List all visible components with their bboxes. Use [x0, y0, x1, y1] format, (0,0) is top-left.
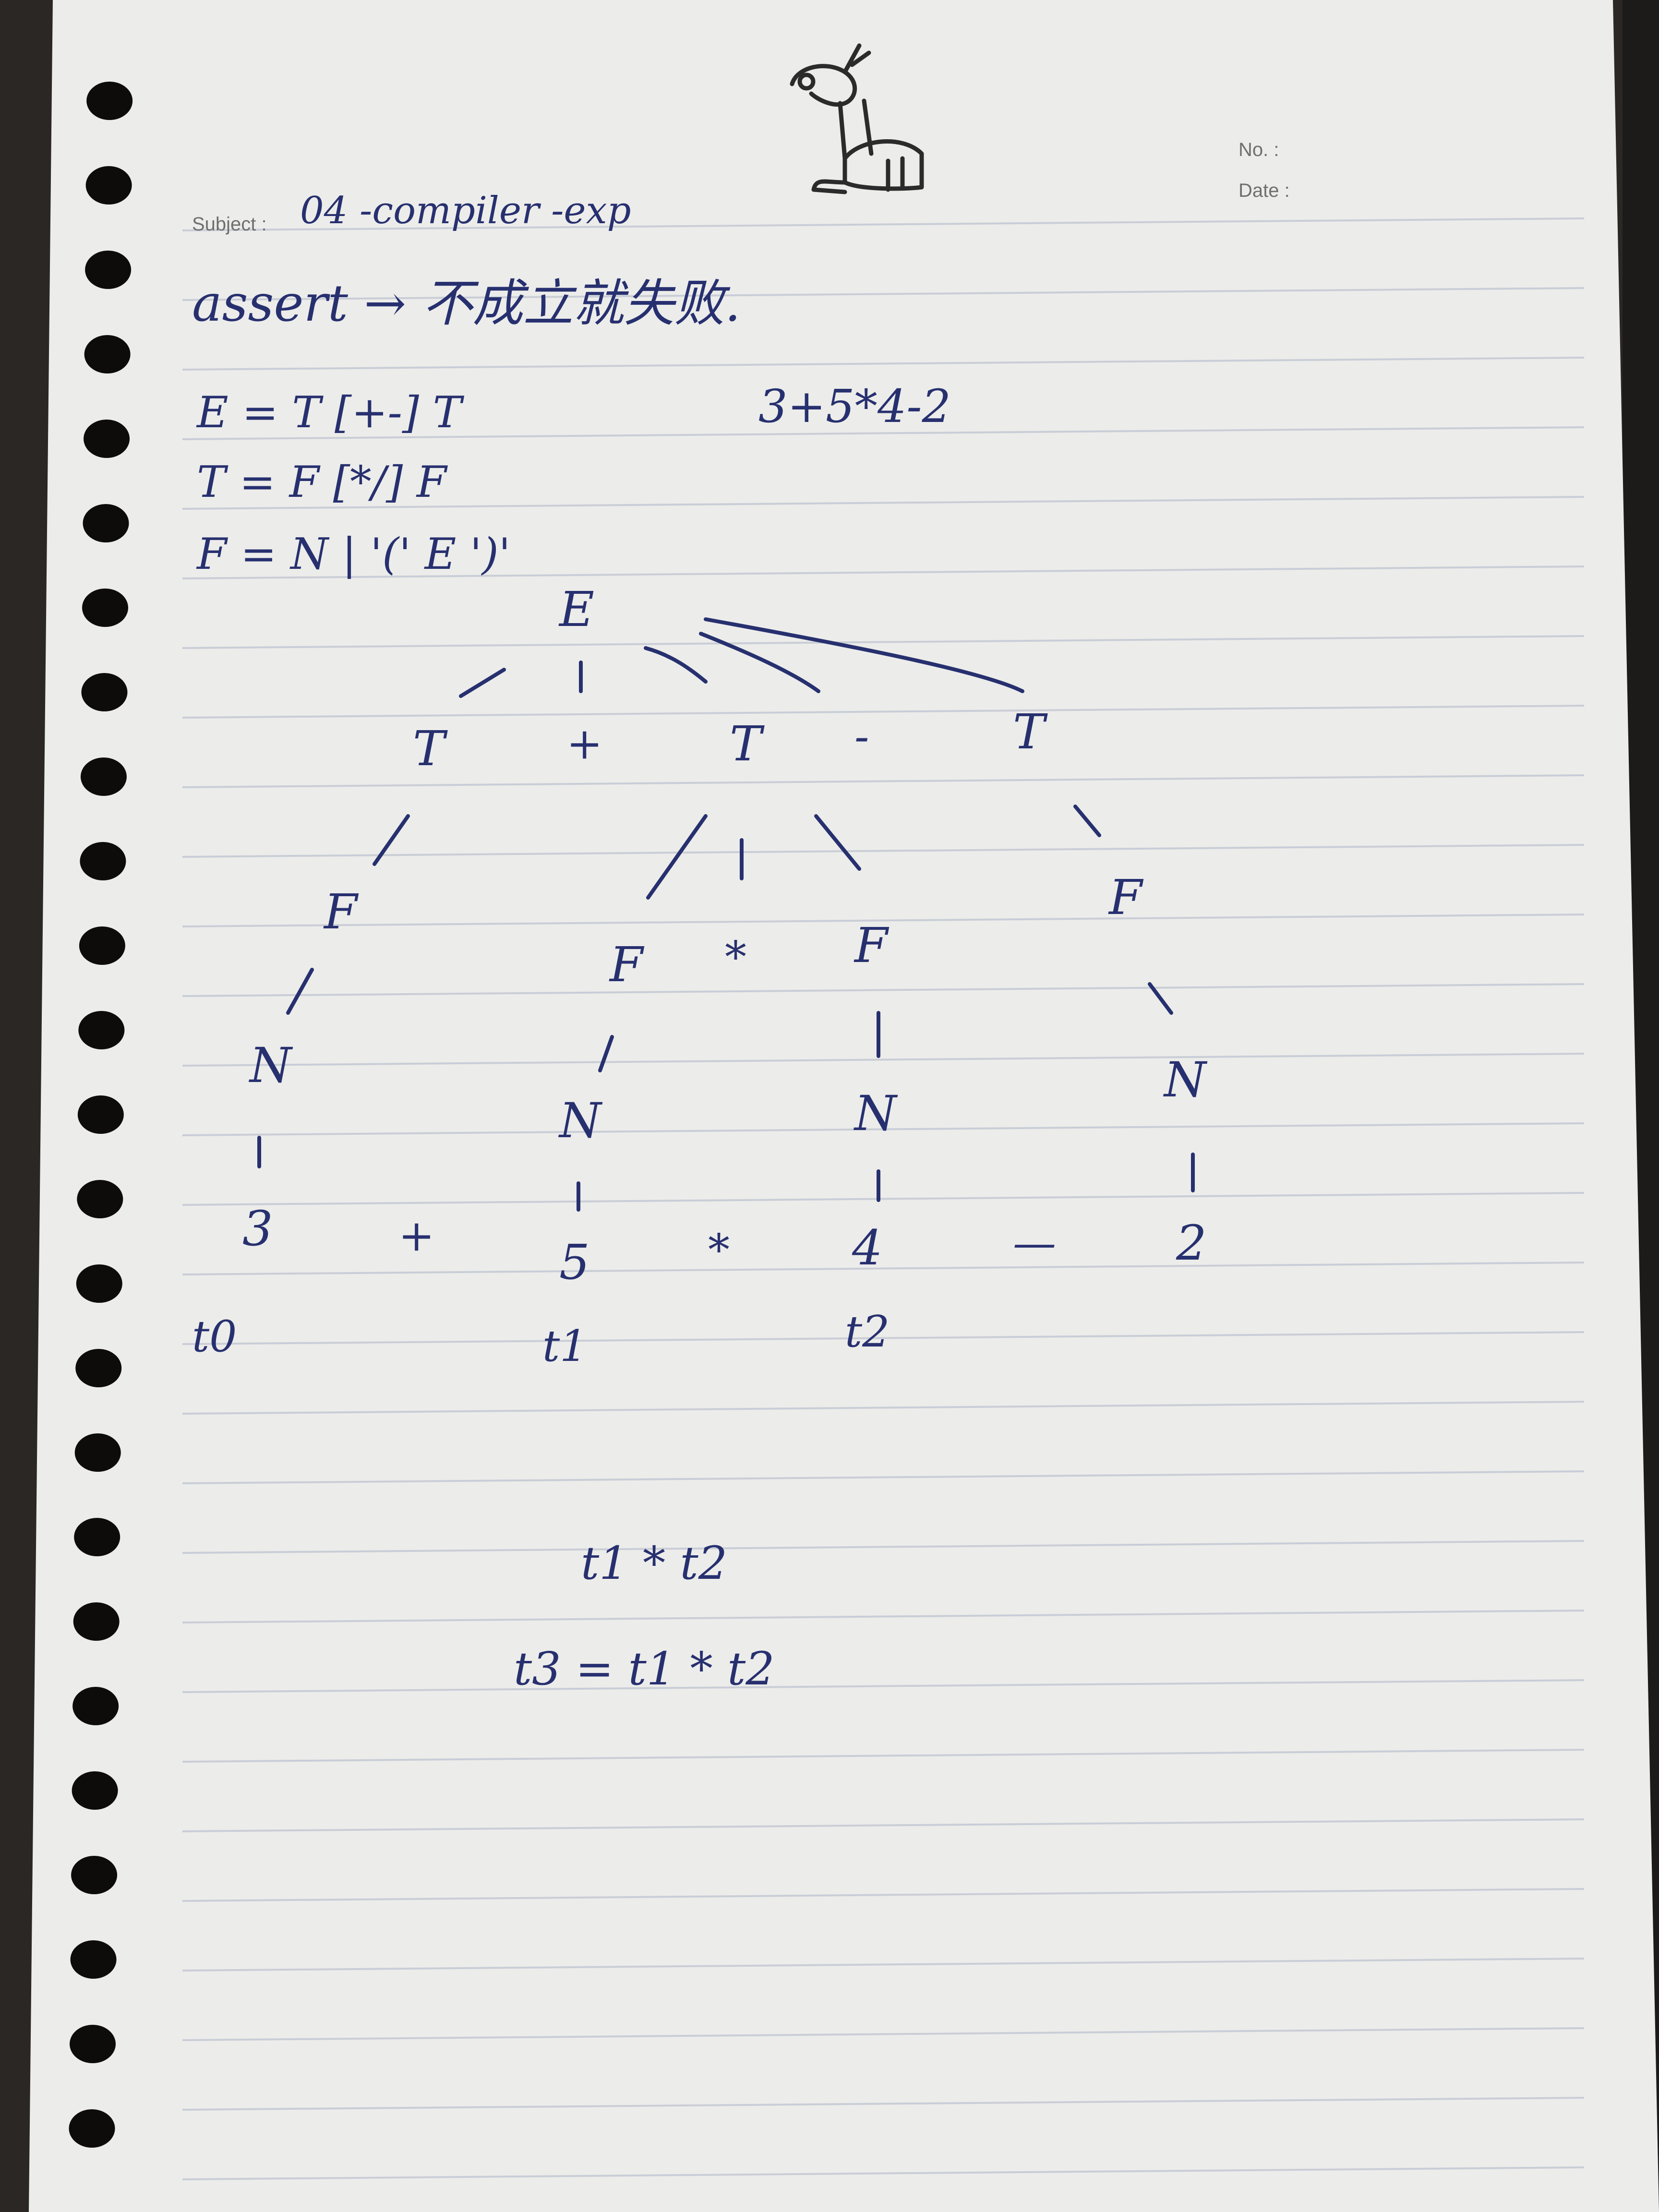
binder-hole-icon: [72, 1771, 118, 1810]
assignment-note: t3 = t1 * t2: [514, 1643, 775, 1695]
leaf-5: 5: [559, 1234, 590, 1290]
tree-node-minus: -: [854, 711, 869, 762]
temp-t0: t0: [192, 1311, 237, 1362]
binder-hole-icon: [71, 1856, 118, 1894]
tree-node-n1: N: [250, 1037, 292, 1094]
rule-line: [182, 287, 1585, 301]
no-label: No. :: [1238, 139, 1279, 160]
rule-line: [182, 1470, 1585, 1484]
binder-hole-icon: [69, 2109, 115, 2148]
binder-hole-icon: [77, 1095, 124, 1134]
binder-hole-icon: [79, 926, 125, 965]
rule-line: [182, 705, 1585, 719]
tree-node-t1: T: [413, 721, 445, 777]
leaf-4: 4: [852, 1220, 883, 1276]
tree-node-t2: T: [730, 716, 762, 772]
product-note: t1 * t2: [581, 1537, 728, 1590]
grammar-rule-e: E = T [+-] T: [197, 387, 462, 438]
tree-node-f4: F: [1109, 869, 1142, 926]
binder-hole-icon: [84, 420, 130, 458]
rule-line: [182, 496, 1585, 510]
tree-node-f3: F: [854, 917, 888, 974]
binder-hole-icon: [86, 82, 133, 120]
tree-node-f1: F: [324, 884, 358, 940]
expression: 3+5*4-2: [758, 380, 951, 433]
rule-line: [182, 774, 1585, 788]
binder-hole-icon: [78, 1011, 125, 1049]
leaf-minus: —: [1013, 1218, 1056, 1268]
binder-hole-icon: [85, 251, 132, 289]
leaf-times: *: [708, 1225, 730, 1275]
leaf-3: 3: [242, 1201, 273, 1257]
tree-node-times: *: [725, 932, 746, 983]
rule-line: [182, 565, 1585, 579]
temp-t1: t1: [542, 1321, 588, 1371]
binder-hole-icon: [74, 1518, 120, 1556]
rule-line: [182, 357, 1585, 371]
date-label: Date :: [1238, 180, 1290, 201]
tree-node-n3: N: [854, 1085, 897, 1142]
rule-line: [182, 2166, 1585, 2180]
binder-hole-icon: [83, 504, 129, 542]
binder-hole-icon: [85, 166, 132, 204]
rule-line: [182, 2027, 1585, 2041]
rule-line: [182, 1679, 1585, 1693]
grammar-rule-t: T = F [*/] F: [197, 457, 447, 507]
rule-line: [182, 914, 1585, 927]
binder-hole-icon: [81, 673, 128, 711]
rule-line: [182, 1401, 1585, 1415]
giraffe-doodle-icon: [790, 43, 924, 194]
tree-node-t3: T: [1013, 704, 1045, 760]
tree-node-n2: N: [559, 1093, 601, 1149]
binder-hole-icon: [72, 1687, 119, 1725]
rule-line: [182, 1262, 1585, 1275]
tree-node-f2: F: [610, 937, 643, 993]
rule-line: [182, 1888, 1585, 1902]
rule-line: [182, 1749, 1585, 1763]
binder-hole-icon: [75, 1349, 122, 1387]
subject-label: Subject :: [192, 214, 267, 235]
rule-line: [182, 1818, 1585, 1832]
rule-line: [182, 426, 1585, 440]
assert-note: assert → 不成立就失败.: [192, 274, 741, 333]
tree-node-plus: +: [566, 719, 603, 769]
binder-hole-icon: [70, 2025, 116, 2063]
tree-node-e: E: [559, 581, 594, 637]
rule-line: [182, 1610, 1585, 1623]
rule-line: [182, 1053, 1585, 1067]
temp-t2: t2: [845, 1307, 890, 1357]
rule-line: [182, 1192, 1585, 1206]
binder-hole-icon: [80, 842, 126, 880]
rule-line: [182, 1540, 1585, 1554]
binder-hole-icon: [70, 1940, 117, 1979]
rule-line: [182, 1331, 1585, 1345]
rule-line: [182, 983, 1585, 997]
binder-hole-icon: [76, 1264, 122, 1303]
rule-line: [182, 1958, 1585, 1972]
leaf-plus: +: [398, 1211, 435, 1261]
rule-line: [182, 2097, 1585, 2111]
binder-hole-icon: [82, 589, 129, 627]
tree-node-n4: N: [1164, 1052, 1206, 1108]
grammar-rule-f: F = N | '(' E ')': [197, 529, 511, 579]
binder-hole-icon: [74, 1433, 121, 1472]
rule-line: [182, 1122, 1585, 1136]
subject-value: 04 -compiler -exp: [300, 189, 631, 232]
rule-line: [182, 844, 1585, 858]
binder-hole-icon: [80, 757, 127, 796]
binder-hole-icon: [84, 335, 131, 373]
binder-hole-icon: [73, 1602, 120, 1641]
binder-hole-icon: [77, 1180, 123, 1218]
paper-sheet: [29, 0, 1659, 2212]
rule-line: [182, 217, 1585, 231]
leaf-2: 2: [1176, 1215, 1207, 1271]
